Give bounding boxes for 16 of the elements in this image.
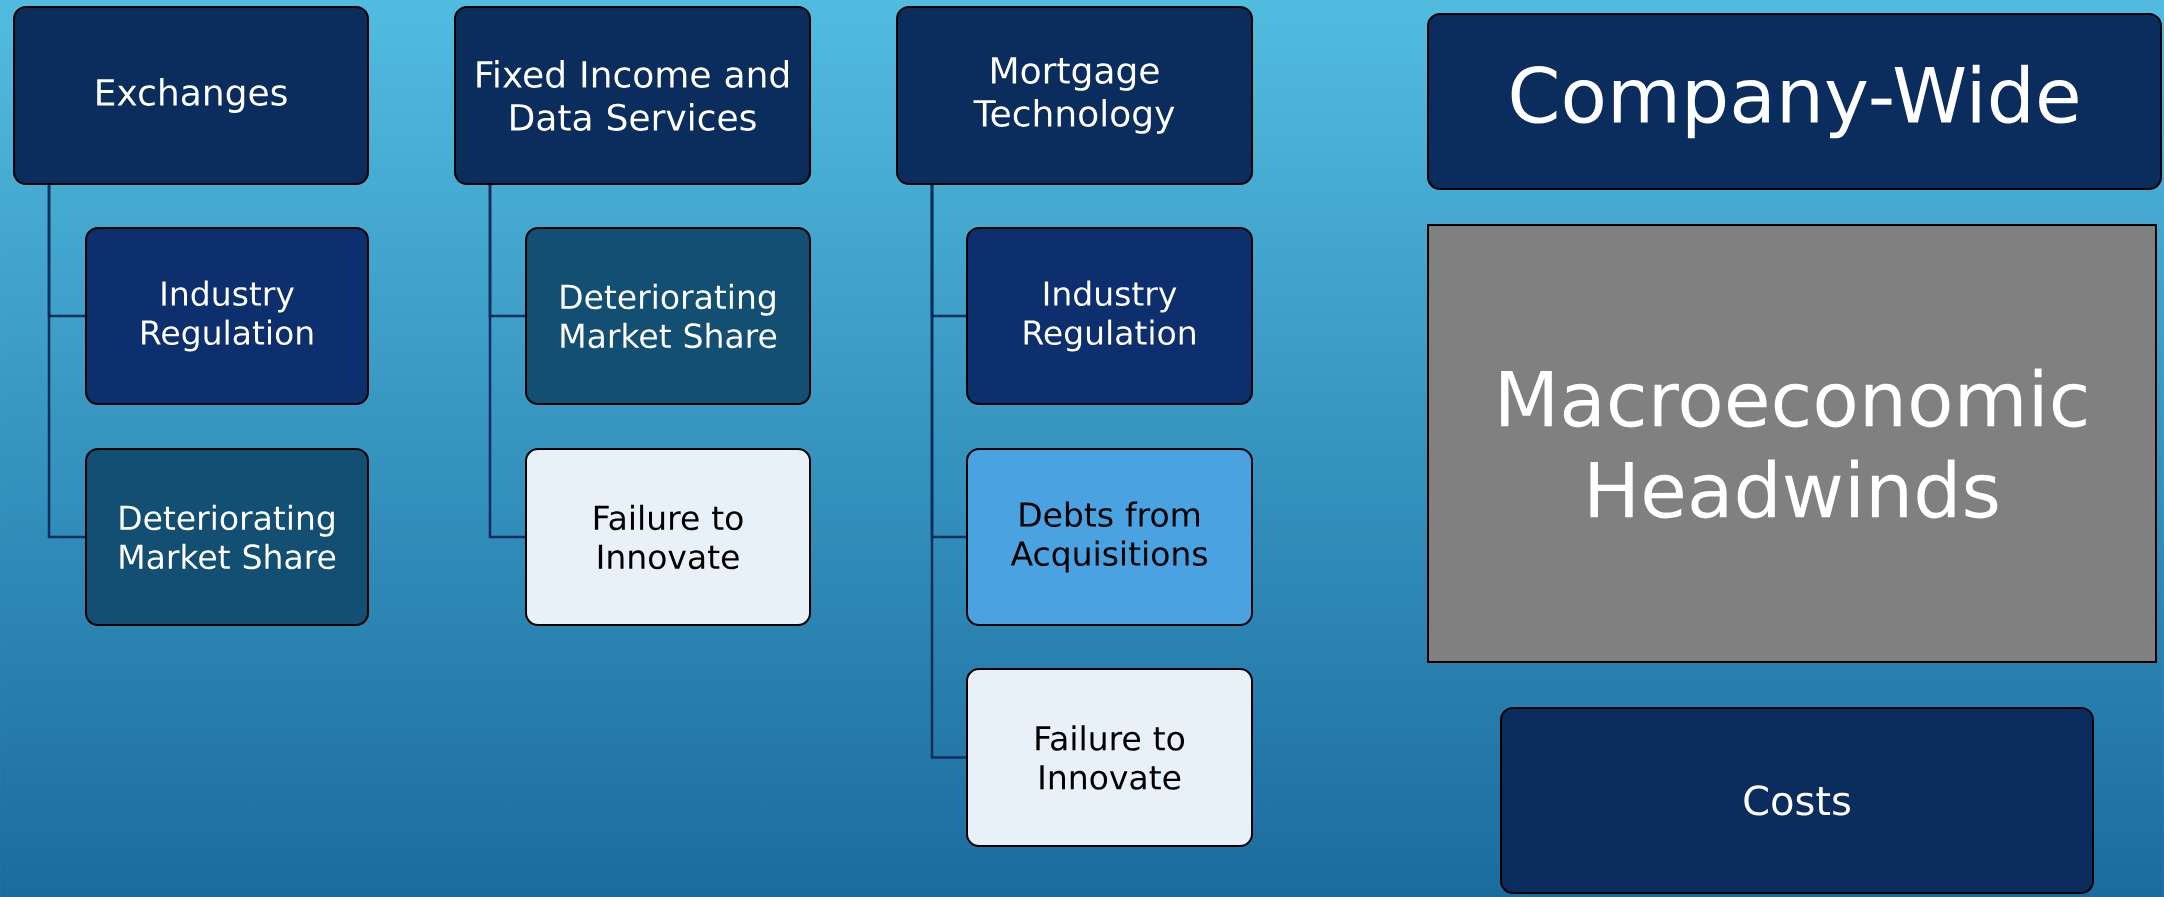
headwind-box: Macroeconomic Headwinds [1427, 224, 2157, 663]
issue-box: Failure to Innovate [525, 448, 811, 626]
heading-box: Company-Wide [1427, 13, 2162, 190]
issue-box: Failure to Innovate [966, 668, 1253, 847]
connector-line [47, 185, 85, 539]
connector-line [488, 185, 525, 539]
category-box: Fixed Income and Data Services [454, 6, 811, 185]
issue-box: Industry Regulation [966, 227, 1253, 405]
connector-line [930, 185, 966, 759]
issue-box: Industry Regulation [85, 227, 369, 405]
cost-box: Costs [1500, 707, 2094, 894]
category-box: Mortgage Technology [896, 6, 1253, 185]
issue-box: Deteriorating Market Share [85, 448, 369, 626]
issue-box: Deteriorating Market Share [525, 227, 811, 405]
category-box: Exchanges [13, 6, 369, 185]
issue-box: Debts from Acquisitions [966, 448, 1253, 626]
